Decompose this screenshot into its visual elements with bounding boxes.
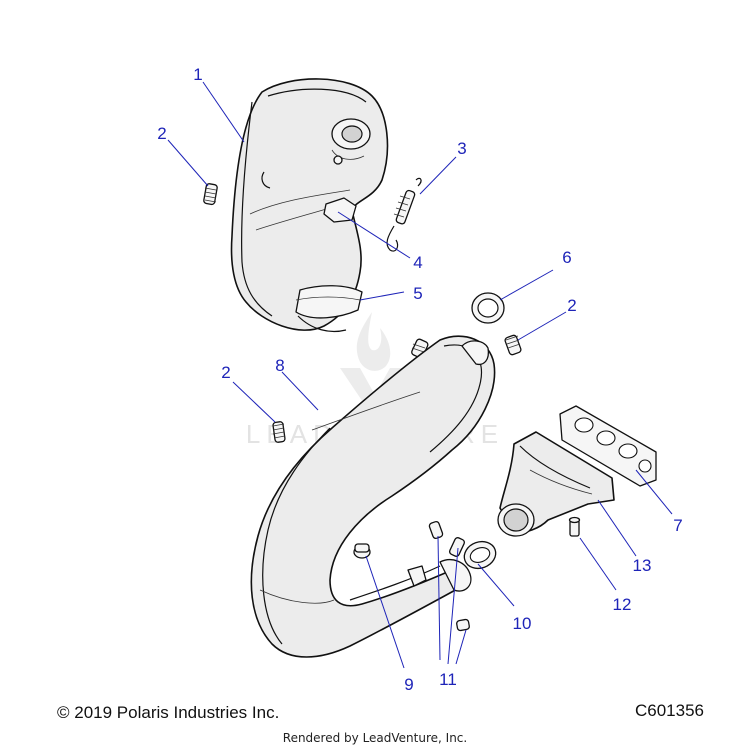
part-3-tension-spring	[386, 177, 422, 252]
document-number: C601356	[634, 701, 704, 720]
part-7-manifold-gasket	[559, 405, 657, 487]
callout-11: 11	[439, 670, 457, 689]
callout-3: 3	[457, 139, 466, 158]
callout-12: 12	[613, 595, 632, 614]
part-2-spring-a	[203, 183, 218, 206]
part-9-grommet	[353, 543, 371, 559]
callout-10: 10	[513, 614, 532, 633]
part-13-exhaust-manifold	[497, 431, 615, 537]
copyright-text: © 2019 Polaris Industries Inc.	[57, 703, 280, 722]
callout-2a: 2	[157, 124, 166, 143]
callout-9: 9	[404, 675, 413, 694]
part-1-silencer-shield	[230, 78, 389, 333]
callout-1: 1	[193, 65, 202, 84]
part-12-stud	[568, 516, 581, 537]
part-2-spring-c	[272, 421, 286, 443]
callouts: 1 2 3 4 5 6 2 2 8 7 13 12 10 9 11	[157, 65, 682, 694]
part-11-spring-c	[456, 618, 470, 632]
callout-4: 4	[413, 253, 422, 272]
callout-6: 6	[562, 248, 571, 267]
rendered-by-credit: Rendered by LeadVenture, Inc.	[282, 731, 468, 745]
callout-7: 7	[673, 516, 682, 535]
part-10-clamp	[463, 540, 497, 570]
part-2-spring-b	[504, 334, 522, 356]
callout-2b: 2	[567, 296, 576, 315]
part-11-spring-b	[449, 537, 465, 557]
part-6-gasket-ring	[471, 292, 505, 324]
callout-13: 13	[633, 556, 652, 575]
part-8-expansion-chamber	[250, 335, 496, 658]
callout-2c: 2	[221, 363, 230, 382]
part-11-spring-a	[428, 520, 444, 540]
leader-lines	[167, 81, 673, 669]
callout-5: 5	[413, 284, 422, 303]
callout-8: 8	[275, 356, 284, 375]
